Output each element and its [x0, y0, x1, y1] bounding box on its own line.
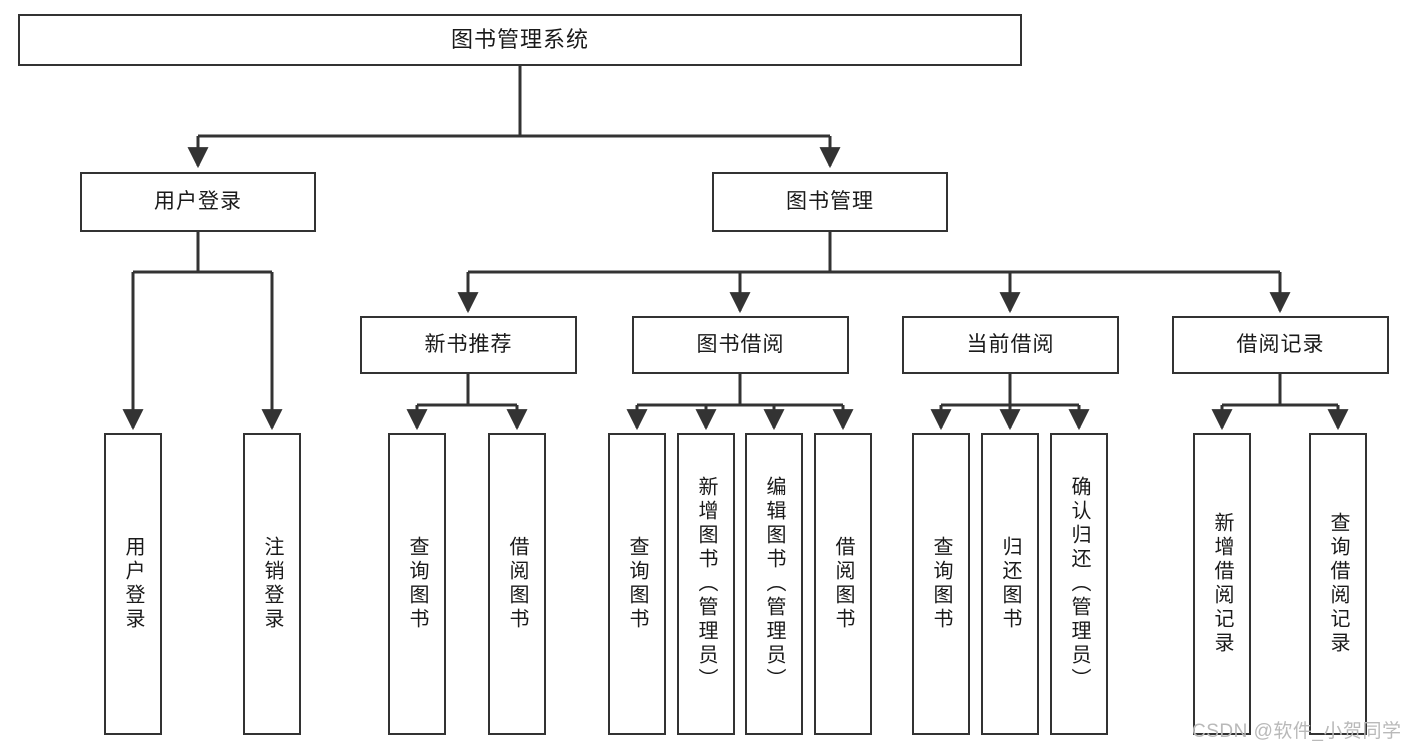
node-leaf-user-login-label: 用户登录: [122, 536, 144, 632]
node-leaf-confirm-return-label: 确认归还（管理员）: [1068, 476, 1090, 692]
node-leaf-query-book-2[interactable]: 查询图书: [608, 433, 666, 735]
node-book-manage[interactable]: 图书管理: [712, 172, 948, 232]
node-new-book-recommend-label: 新书推荐: [424, 333, 513, 357]
node-leaf-add-book[interactable]: 新增图书（管理员）: [677, 433, 735, 735]
node-leaf-borrow-book-1[interactable]: 借阅图书: [488, 433, 546, 735]
node-root[interactable]: 图书管理系统: [18, 14, 1022, 66]
node-leaf-query-record[interactable]: 查询借阅记录: [1309, 433, 1367, 735]
node-book-borrow[interactable]: 图书借阅: [632, 316, 849, 374]
node-leaf-query-record-label: 查询借阅记录: [1327, 512, 1349, 656]
node-leaf-edit-book-label: 编辑图书（管理员）: [763, 476, 785, 692]
node-leaf-borrow-book-2[interactable]: 借阅图书: [814, 433, 872, 735]
node-current-borrow-label: 当前借阅: [966, 333, 1055, 357]
node-leaf-borrow-book-2-label: 借阅图书: [832, 536, 854, 632]
node-leaf-logout[interactable]: 注销登录: [243, 433, 301, 735]
node-leaf-query-book-3-label: 查询图书: [930, 536, 952, 632]
node-root-label: 图书管理系统: [450, 26, 589, 52]
node-leaf-logout-label: 注销登录: [261, 536, 283, 632]
node-leaf-query-book-3[interactable]: 查询图书: [912, 433, 970, 735]
node-leaf-return-book[interactable]: 归还图书: [981, 433, 1039, 735]
node-borrow-record-label: 借阅记录: [1236, 333, 1325, 357]
watermark: CSDN @软件_小贺同学: [1192, 721, 1402, 742]
node-leaf-edit-book[interactable]: 编辑图书（管理员）: [745, 433, 803, 735]
node-user-login-label: 用户登录: [154, 190, 242, 214]
node-book-manage-label: 图书管理: [786, 190, 874, 214]
node-leaf-user-login[interactable]: 用户登录: [104, 433, 162, 735]
node-book-borrow-label: 图书借阅: [696, 333, 785, 357]
node-new-book-recommend[interactable]: 新书推荐: [360, 316, 577, 374]
node-leaf-return-book-label: 归还图书: [999, 536, 1021, 632]
node-leaf-query-book-1[interactable]: 查询图书: [388, 433, 446, 735]
node-borrow-record[interactable]: 借阅记录: [1172, 316, 1389, 374]
node-leaf-confirm-return[interactable]: 确认归还（管理员）: [1050, 433, 1108, 735]
node-leaf-borrow-book-1-label: 借阅图书: [506, 536, 528, 632]
node-leaf-query-book-2-label: 查询图书: [626, 536, 648, 632]
node-leaf-add-book-label: 新增图书（管理员）: [695, 476, 717, 692]
node-leaf-add-record-label: 新增借阅记录: [1211, 512, 1233, 656]
node-current-borrow[interactable]: 当前借阅: [902, 316, 1119, 374]
node-leaf-query-book-1-label: 查询图书: [406, 536, 428, 632]
node-leaf-add-record[interactable]: 新增借阅记录: [1193, 433, 1251, 735]
node-user-login[interactable]: 用户登录: [80, 172, 316, 232]
